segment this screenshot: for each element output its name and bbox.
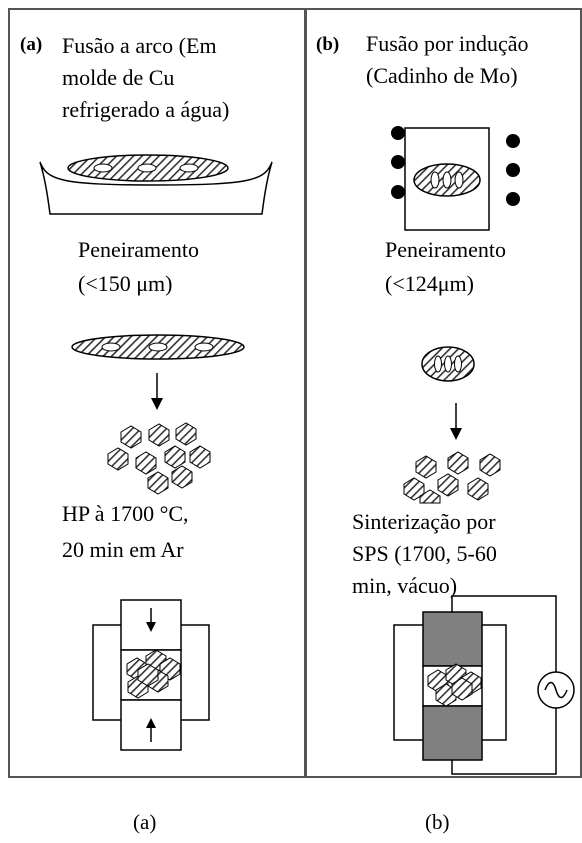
panel-a-hot-press-line-2: 20 min em Ar [62,537,184,562]
panel-b-tag: (b) [316,34,340,55]
panel-b-title-line-1: Fusão por indução [366,31,529,56]
panel-a-sieving-size: (<150 μm) [78,271,173,296]
ac-power-source-icon [537,671,575,709]
panel-b-sps-line-1: Sinterização por [352,509,496,534]
arrow-down-b-icon [450,403,462,440]
arc-melting-mold-icon [39,154,273,215]
panel-b-sieving-size: (<124μm) [385,271,474,296]
powder-a-icon [107,422,211,495]
panel-b-title-line-2: (Cadinho de Mo) [366,63,518,88]
induction-coil-crucible-icon [391,126,520,231]
powder-b-icon [403,451,501,504]
panel-a-title-line-1: Fusão a arco (Em [62,33,217,58]
panel-a-sieving-label: Peneiramento [78,237,199,262]
arrow-down-a-icon [151,373,163,410]
panel-b-induction-melting [304,8,582,778]
caption-b: (b) [425,810,450,834]
panel-a-title-line-2: molde de Cu [62,65,175,90]
panel-a-hot-press-line-1: HP à 1700 °C, [62,501,189,526]
panel-b-sps-line-3: min, vácuo) [352,573,458,598]
panel-a-title-line-3: refrigerado a água) [62,97,230,122]
ingot-a-icon [71,334,245,360]
sps-die-icon [393,595,557,775]
panel-a-tag: (a) [20,34,43,55]
ingot-b-icon [421,346,475,382]
hot-press-die-icon [92,599,210,751]
caption-a: (a) [133,810,157,834]
panel-b-sieving-label: Peneiramento [385,237,506,262]
panel-b-sps-line-2: SPS (1700, 5-60 [352,541,497,566]
